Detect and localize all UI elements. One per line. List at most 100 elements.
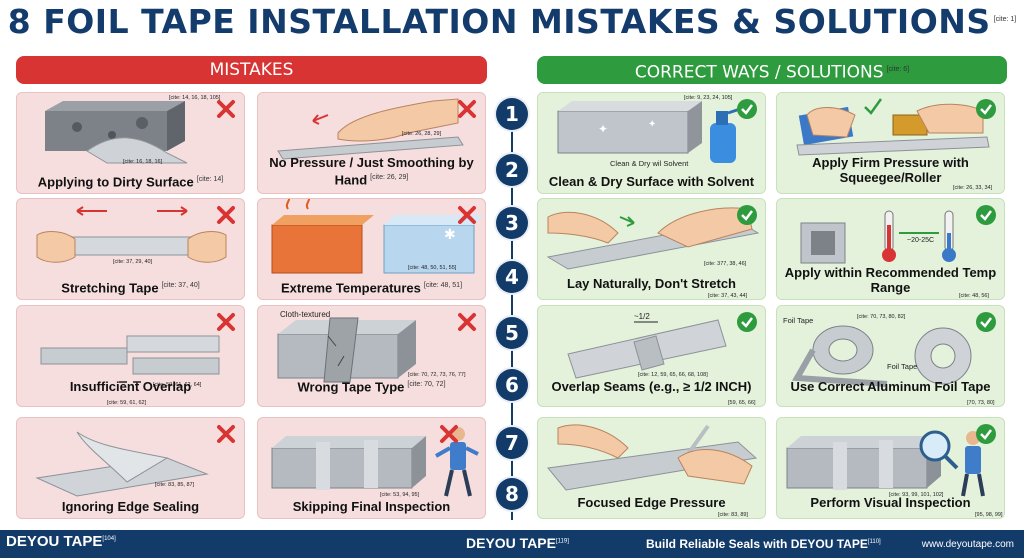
image-cite: [cite: 93, 99, 101, 102] bbox=[889, 492, 944, 498]
mistake-label-cite: [cite: 48, 51] bbox=[423, 281, 463, 289]
title-text: 8 FOIL TAPE INSTALLATION MISTAKES & SOLU… bbox=[7, 2, 991, 41]
image-cite: Cloth-textured bbox=[280, 310, 331, 319]
mistake-label-text: Wrong Tape Type bbox=[297, 379, 405, 394]
mistake-label-cite: [cite: 70, 72] bbox=[407, 380, 446, 388]
footer-center-cite: [119] bbox=[555, 538, 569, 545]
mistake-label: No Pressure / Just Smoothing by Hand[cit… bbox=[262, 155, 481, 187]
solutions-header-cite: [cite: 6] bbox=[886, 66, 910, 73]
solution-label: Use Correct Aluminum Foil Tape bbox=[781, 379, 1000, 394]
solution-label: Clean & Dry Surface with Solvent bbox=[542, 174, 761, 189]
mistake-card-2: [cite: 26, 28, 29] No Pressure / Just Sm… bbox=[257, 92, 486, 194]
image-cite: [cite: 83, 85, 87] bbox=[155, 482, 195, 488]
solution-label-text: Focused Edge Pressure bbox=[577, 495, 726, 510]
solution-card-8: [cite: 93, 99, 101, 102] Perform Visual … bbox=[776, 417, 1005, 519]
image-cite: [cite: 26, 28, 29] bbox=[402, 131, 442, 137]
solution-card-7: Focused Edge Pressure [cite: 83, 89] bbox=[537, 417, 766, 519]
mistake-label-text: No Pressure / Just Smoothing by Hand bbox=[269, 154, 474, 187]
solution-label: Perform Visual Inspection bbox=[781, 495, 1000, 510]
image-cite: [cite: 9, 23, 24, 105] bbox=[684, 95, 733, 101]
svg-text:✦: ✦ bbox=[648, 119, 656, 130]
solutions-header-text: CORRECT WAYS / SOLUTIONS bbox=[634, 62, 884, 83]
step-3: 3 bbox=[496, 207, 528, 239]
step-2: 2 bbox=[496, 154, 528, 186]
step-5: 5 bbox=[496, 317, 528, 349]
footer-tagline: Build Reliable Seals with DEYOU TAPE[110… bbox=[646, 537, 881, 551]
extreme-temperatures-illustration: ✱ bbox=[271, 199, 484, 274]
solution-label: Focused Edge Pressure bbox=[542, 495, 761, 510]
stretching-tape-illustration bbox=[36, 206, 227, 263]
mistakes-header: MISTAKES bbox=[16, 56, 487, 84]
solution-label: Overlap Seams (e.g., ≥ 1/2 INCH) bbox=[542, 379, 761, 394]
solution-label: Apply Firm Pressure with Squeegee/Roller bbox=[781, 155, 1000, 185]
solution-label-text: Clean & Dry Surface with Solvent bbox=[548, 174, 755, 189]
check-icon bbox=[737, 205, 757, 225]
mistake-label: Extreme Temperatures[cite: 48, 51] bbox=[262, 278, 481, 295]
x-icon bbox=[217, 206, 235, 224]
mistake-card-4: ✱ [cite: 48, 50, 51, 55] Extreme Tempera… bbox=[257, 198, 486, 300]
mistake-card-6: Cloth-textured [cite: 70, 72, 73, 76, 77… bbox=[257, 305, 486, 407]
lay-naturally-illustration bbox=[546, 207, 760, 270]
step-8: 8 bbox=[496, 478, 528, 510]
image-cite: [cite: 16, 18, 16] bbox=[123, 159, 163, 165]
x-icon bbox=[440, 425, 458, 443]
mistake-label-text: Ignoring Edge Sealing bbox=[61, 499, 200, 514]
x-icon bbox=[458, 100, 476, 118]
solution-card-3: [cite: 377, 38, 46] Lay Naturally, Don't… bbox=[537, 198, 766, 300]
image-cite: ~20-25C bbox=[907, 237, 935, 244]
mistake-label-text: Insufficient Overlap bbox=[69, 379, 192, 394]
footer-logo: DEYOU TAPE[104] bbox=[6, 533, 116, 550]
steps-connector bbox=[511, 100, 513, 520]
step-4: 4 bbox=[496, 261, 528, 293]
solution-card-2: Apply Firm Pressure with Squeegee/Roller… bbox=[776, 92, 1005, 194]
step-7: 7 bbox=[496, 427, 528, 459]
image-cite: [cite: 14, 16, 18, 105] bbox=[169, 95, 221, 101]
image-cite: [cite: 70, 73, 80, 82] bbox=[857, 314, 906, 320]
mistake-label: Insufficient Overlap bbox=[21, 379, 240, 394]
check-icon bbox=[976, 205, 996, 225]
solution-label: Lay Naturally, Don't Stretch bbox=[542, 276, 761, 291]
solution-card-4: ~20-25C Apply within Recommended Temp Ra… bbox=[776, 198, 1005, 300]
solution-label: Apply within Recommended Temp Range bbox=[781, 265, 1000, 295]
mistake-label: Wrong Tape Type[cite: 70, 72] bbox=[262, 377, 481, 394]
x-icon bbox=[217, 100, 235, 118]
mistake-card-7: [cite: 83, 85, 87] Ignoring Edge Sealing bbox=[16, 417, 245, 519]
mistake-label: Ignoring Edge Sealing bbox=[21, 499, 240, 514]
solution-label-cite: [cite: 26, 33, 34] bbox=[953, 185, 993, 191]
step-6: 6 bbox=[496, 369, 528, 401]
x-icon bbox=[458, 313, 476, 331]
solution-card-5: ~1/2 [cite: 12, 59, 65, 66, 68, 108] Ove… bbox=[537, 305, 766, 407]
image-cite: Clean & Dry wil Solvent bbox=[610, 159, 689, 168]
solution-label-text: Use Correct Aluminum Foil Tape bbox=[790, 379, 991, 394]
step-1: 1 bbox=[496, 98, 528, 130]
footer: DEYOU TAPE[104] DEYOU TAPE[119] Build Re… bbox=[0, 530, 1024, 558]
temperature-range-illustration bbox=[800, 210, 956, 264]
insufficient-overlap-illustration bbox=[40, 335, 220, 383]
skipping-inspection-illustration bbox=[271, 427, 479, 497]
image-cite: [cite: 59, 61, 62, 64] bbox=[153, 382, 202, 388]
solution-label-text: Lay Naturally, Don't Stretch bbox=[567, 276, 736, 291]
image-cite: [cite: 53, 94, 95] bbox=[380, 492, 420, 498]
image-cite: [cite: 377, 38, 46] bbox=[704, 261, 747, 267]
foil-tape-rolls-illustration bbox=[792, 325, 972, 387]
image-cite: [cite: 59, 61, 62] bbox=[107, 400, 147, 406]
solution-label-cite: [70, 73, 80] bbox=[967, 400, 995, 406]
check-icon bbox=[737, 99, 757, 119]
visual-inspection-illustration bbox=[786, 430, 985, 497]
mistake-card-1: [cite: 14, 16, 18, 105] [cite: 16, 18, 1… bbox=[16, 92, 245, 194]
image-cite: [cite: 70, 72, 73, 76, 77] bbox=[408, 372, 466, 378]
check-icon bbox=[976, 99, 996, 119]
mistake-label: Skipping Final Inspection bbox=[262, 499, 481, 514]
image-cite: Foil Tape bbox=[783, 316, 814, 325]
check-icon bbox=[976, 312, 996, 332]
mistake-label: Applying to Dirty Surface[cite: 14] bbox=[21, 172, 240, 189]
hand-smoothing-illustration bbox=[277, 98, 464, 160]
solution-label-text: Perform Visual Inspection bbox=[810, 495, 971, 510]
dirty-duct-illustration bbox=[45, 101, 188, 164]
overlap-seams-illustration bbox=[567, 319, 727, 379]
solution-card-6: Foil Tape Foil Tape [cite: 70, 73, 80, 8… bbox=[776, 305, 1005, 407]
footer-url[interactable]: www.deyoutape.com bbox=[921, 539, 1014, 550]
edge-sealing-illustration bbox=[35, 431, 209, 497]
x-icon bbox=[217, 425, 235, 443]
mistake-card-8: [cite: 53, 94, 95] Skipping Final Inspec… bbox=[257, 417, 486, 519]
mistakes-header-text: MISTAKES bbox=[209, 60, 294, 80]
